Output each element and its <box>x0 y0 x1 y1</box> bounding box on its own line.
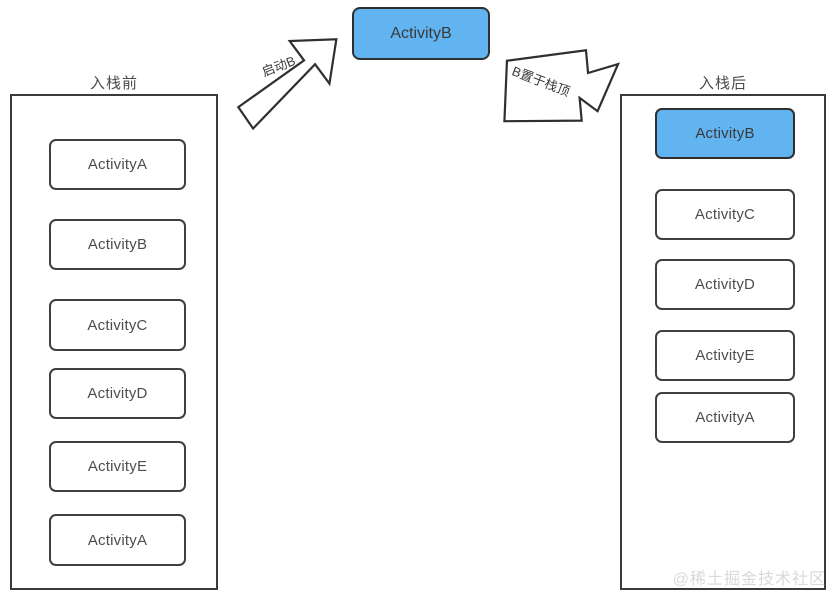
arrow-push-top <box>501 44 621 134</box>
left-stack-item-1[interactable]: ActivityB <box>49 219 186 270</box>
right-stack-item-4[interactable]: ActivityA <box>655 392 795 443</box>
right-stack-item-2[interactable]: ActivityD <box>655 259 795 310</box>
watermark: @稀土掘金技术社区 <box>672 571 826 588</box>
left-stack-title: 入栈前 <box>89 75 138 92</box>
floating-activity-b: ActivityB <box>352 7 490 60</box>
left-stack-item-5[interactable]: ActivityA <box>49 514 186 566</box>
left-stack-item-0[interactable]: ActivityA <box>49 139 186 190</box>
left-stack-item-2[interactable]: ActivityC <box>49 299 186 351</box>
left-stack-item-4[interactable]: ActivityE <box>49 441 186 492</box>
right-stack-item-0[interactable]: ActivityB <box>655 108 795 159</box>
right-stack-title: 入栈后 <box>698 75 747 92</box>
left-stack-item-3[interactable]: ActivityD <box>49 368 186 419</box>
right-stack-item-1[interactable]: ActivityC <box>655 189 795 240</box>
right-stack-item-3[interactable]: ActivityE <box>655 330 795 381</box>
arrow-launch-b <box>232 28 347 131</box>
